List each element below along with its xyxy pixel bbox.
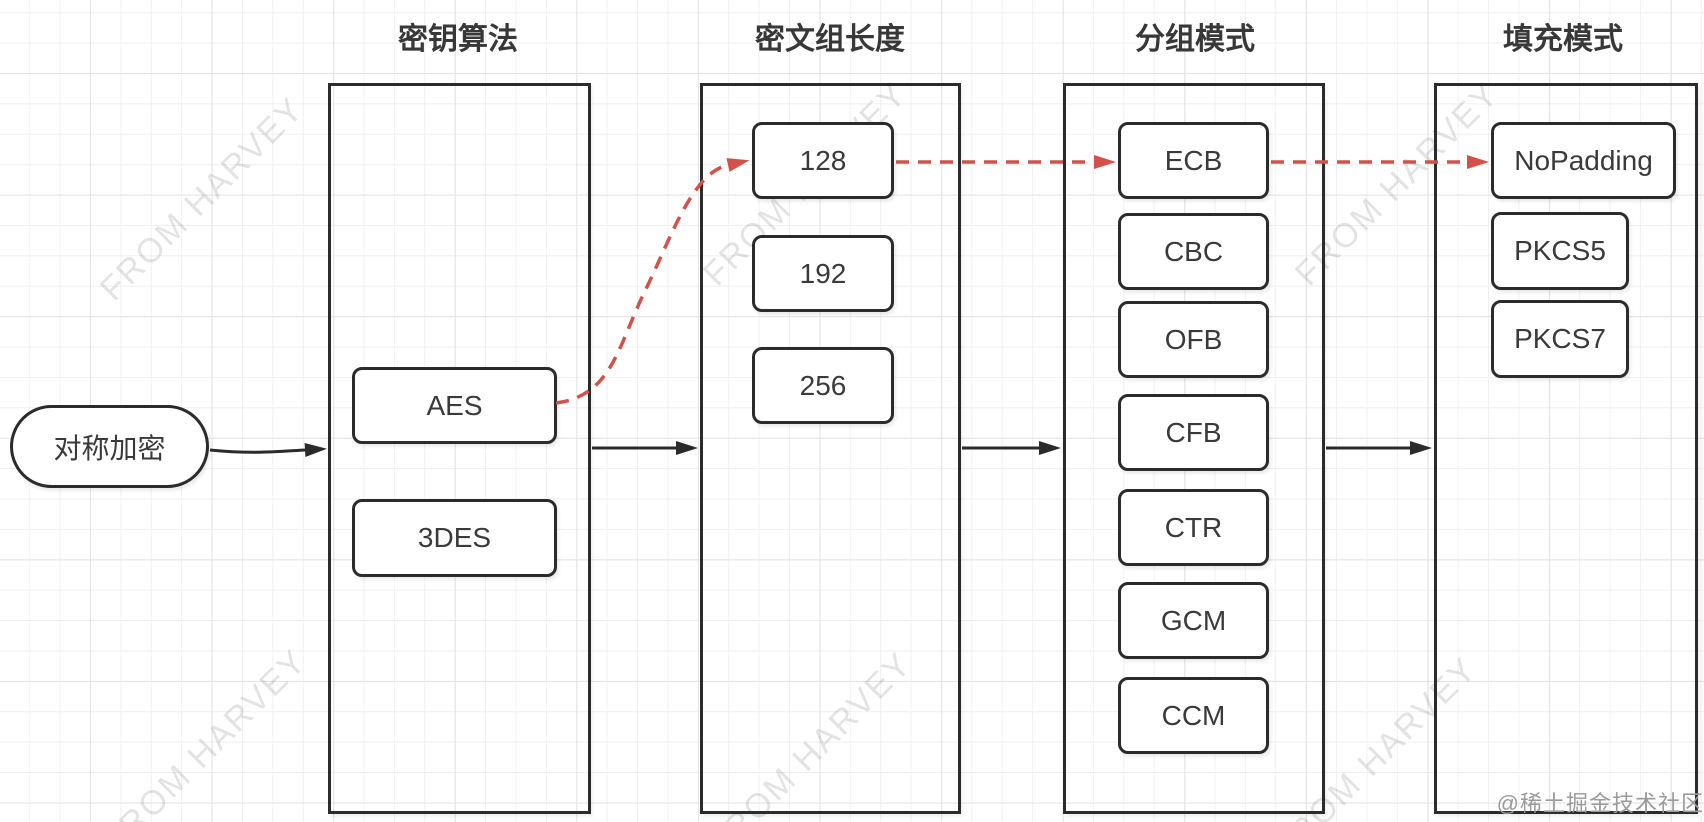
column-block-mode — [1063, 83, 1325, 814]
node-pkcs7: PKCS7 — [1491, 300, 1629, 378]
node-aes: AES — [352, 367, 557, 444]
node-cbc: CBC — [1118, 213, 1269, 290]
column-padding-mode — [1434, 83, 1698, 814]
watermark: FROM HARVEY — [92, 89, 312, 309]
node-256: 256 — [752, 347, 894, 424]
watermark: FROM HARVEY — [95, 641, 315, 822]
node-ccm: CCM — [1118, 677, 1269, 754]
node-ecb: ECB — [1118, 122, 1269, 199]
node-128: 128 — [752, 122, 894, 199]
node-3des: 3DES — [352, 499, 557, 577]
node-ofb: OFB — [1118, 301, 1269, 378]
node-symmetric-encryption: 对称加密 — [10, 405, 209, 488]
column-title-block-length: 密文组长度 — [755, 23, 905, 56]
node-192: 192 — [752, 235, 894, 312]
column-block-length — [700, 83, 961, 814]
node-ctr: CTR — [1118, 489, 1269, 566]
column-key-algorithm — [328, 83, 591, 814]
node-nopadding: NoPadding — [1491, 122, 1676, 199]
node-pkcs5: PKCS5 — [1491, 212, 1629, 290]
node-gcm: GCM — [1118, 582, 1269, 659]
node-cfb: CFB — [1118, 394, 1269, 471]
column-title-padding-mode: 填充模式 — [1503, 23, 1623, 56]
attribution-text: @稀土掘金技术社区 — [1496, 791, 1704, 816]
arrow-start-to-key-algorithm — [209, 443, 327, 457]
column-title-key-algorithm: 密钥算法 — [398, 23, 518, 56]
column-title-block-mode: 分组模式 — [1135, 23, 1255, 56]
